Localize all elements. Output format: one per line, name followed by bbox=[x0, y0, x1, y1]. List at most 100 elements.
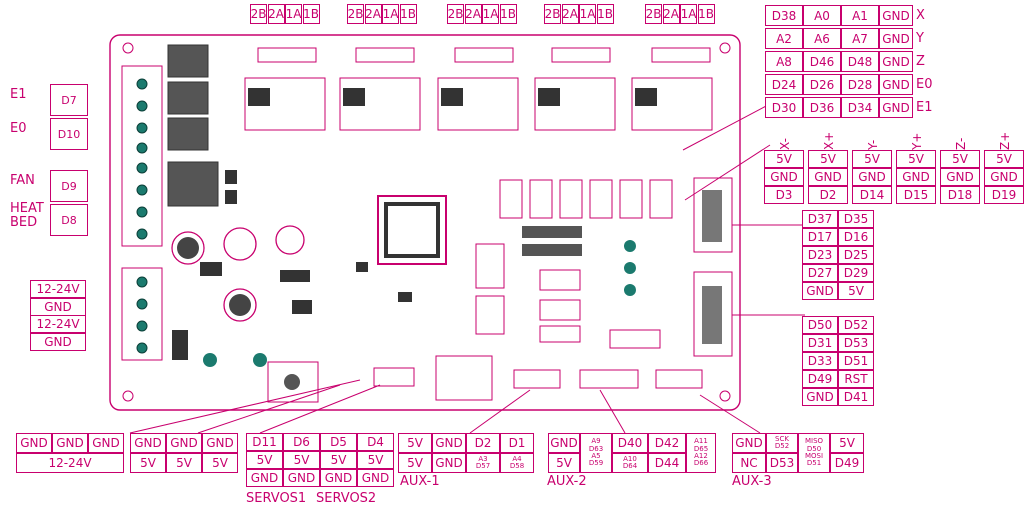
aux2-pin-cell: D44 bbox=[648, 453, 686, 473]
exp1-pin-cell: D25 bbox=[838, 246, 874, 264]
mosfet-label: HEAT BED bbox=[10, 201, 44, 230]
stepper-header-pin: 2B bbox=[645, 4, 662, 24]
power-output-gnd: GND bbox=[88, 433, 124, 453]
exp2-pin-cell: D49 bbox=[802, 370, 838, 388]
mosfet-label: FAN bbox=[10, 173, 35, 188]
power-input-cell: 12-24V bbox=[30, 280, 86, 298]
stepper-header-pin: 2B bbox=[544, 4, 561, 24]
servo-pin-cell: GND bbox=[246, 469, 283, 487]
stepper-header-pin: 1A bbox=[579, 4, 596, 24]
stepper-pin-cell: D24 bbox=[765, 74, 803, 95]
endstop-pin-cell: 5V bbox=[808, 150, 848, 168]
endstop-pin-cell: 5V bbox=[940, 150, 980, 168]
endstop-label: Z+ bbox=[998, 131, 1012, 150]
stepper-header-pin: 1A bbox=[285, 4, 302, 24]
endstop-pin-cell: GND bbox=[940, 168, 980, 186]
aux3-pin-cell: MISO D50 MOSI D51 bbox=[798, 433, 830, 473]
stepper-header-pin: 2A bbox=[364, 4, 382, 24]
endstop-pin-cell: GND bbox=[764, 168, 804, 186]
endstop-pin-cell: GND bbox=[896, 168, 936, 186]
mosfet-pin-cell: D7 bbox=[50, 84, 88, 116]
stepper-header-pin: 2B bbox=[250, 4, 267, 24]
axis-label: E0 bbox=[916, 77, 933, 92]
aux1-pin-cell: GND bbox=[432, 453, 466, 473]
exp2-pin-cell: D31 bbox=[802, 334, 838, 352]
endstop-pin-cell: 5V bbox=[984, 150, 1024, 168]
endstop-pin-cell: D15 bbox=[896, 186, 936, 204]
servo-pin-cell: 5V bbox=[246, 451, 283, 469]
servo-power-5v: 5V bbox=[130, 453, 166, 473]
aux2-pin-cell: D42 bbox=[648, 433, 686, 453]
aux1-pin-cell: 5V bbox=[398, 453, 432, 473]
power-output-voltage: 12-24V bbox=[16, 453, 124, 473]
servo-pin-cell: D5 bbox=[320, 433, 357, 451]
stepper-header-pin: 1B bbox=[697, 4, 715, 24]
stepper-pin-cell: D36 bbox=[803, 97, 841, 118]
stepper-pin-cell: GND bbox=[879, 28, 913, 49]
aux3-pin-cell: GND bbox=[732, 433, 766, 453]
mosfet-label: E0 bbox=[10, 121, 27, 136]
servo-power-gnd: GND bbox=[202, 433, 238, 453]
exp1-pin-cell: D27 bbox=[802, 264, 838, 282]
endstop-pin-cell: 5V bbox=[896, 150, 936, 168]
stepper-pin-cell: D34 bbox=[841, 97, 879, 118]
servo-power-gnd: GND bbox=[130, 433, 166, 453]
stepper-pin-cell: A6 bbox=[803, 28, 841, 49]
stepper-pin-cell: D28 bbox=[841, 74, 879, 95]
servo-pin-cell: GND bbox=[357, 469, 394, 487]
stepper-pin-cell: GND bbox=[879, 5, 913, 26]
aux3-pin-cell: NC bbox=[732, 453, 766, 473]
aux3-pin-cell: D53 bbox=[766, 453, 798, 473]
stepper-pin-cell: GND bbox=[879, 51, 913, 72]
power-output-gnd: GND bbox=[16, 433, 52, 453]
stepper-header-pin: 1A bbox=[482, 4, 499, 24]
aux2-pin-cell: A11 D65 A12 D66 bbox=[686, 433, 716, 473]
mosfet-pin-cell: D10 bbox=[50, 118, 88, 150]
stepper-header-pin: 2A bbox=[662, 4, 680, 24]
stepper-header-pin: 2B bbox=[347, 4, 364, 24]
exp1-pin-cell: D17 bbox=[802, 228, 838, 246]
mosfet-pin-cell: D8 bbox=[50, 204, 88, 236]
endstop-pin-cell: D19 bbox=[984, 186, 1024, 204]
exp1-pin-cell: D37 bbox=[802, 210, 838, 228]
stepper-header-pin: 2A bbox=[267, 4, 285, 24]
stepper-header-pin: 2A bbox=[561, 4, 579, 24]
stepper-header-pin: 1A bbox=[382, 4, 399, 24]
aux2-label: AUX-2 bbox=[547, 474, 587, 489]
aux3-pin-cell: 5V bbox=[830, 433, 864, 453]
stepper-header-pin: 2B bbox=[447, 4, 464, 24]
stepper-pin-cell: D48 bbox=[841, 51, 879, 72]
aux3-label: AUX-3 bbox=[732, 474, 772, 489]
exp2-pin-cell: D51 bbox=[838, 352, 874, 370]
servo-pin-cell: D4 bbox=[357, 433, 394, 451]
stepper-pin-cell: GND bbox=[879, 74, 913, 95]
endstop-pin-cell: 5V bbox=[852, 150, 892, 168]
mosfet-pin-cell: D9 bbox=[50, 170, 88, 202]
stepper-pin-cell: A0 bbox=[803, 5, 841, 26]
exp2-pin-cell: D33 bbox=[802, 352, 838, 370]
servos2-label: SERVOS2 bbox=[316, 491, 377, 506]
stepper-pin-cell: GND bbox=[879, 97, 913, 118]
stepper-header-pin: 1B bbox=[596, 4, 614, 24]
power-input-cell: GND bbox=[30, 332, 86, 351]
endstop-pin-cell: D18 bbox=[940, 186, 980, 204]
aux1-pin-cell: GND bbox=[432, 433, 466, 453]
exp2-pin-cell: D53 bbox=[838, 334, 874, 352]
endstop-pin-cell: GND bbox=[984, 168, 1024, 186]
exp1-pin-cell: D16 bbox=[838, 228, 874, 246]
exp1-pin-cell: D29 bbox=[838, 264, 874, 282]
servo-power-5v: 5V bbox=[202, 453, 238, 473]
exp2-pin-cell: RST bbox=[838, 370, 874, 388]
exp1-pin-cell: GND bbox=[802, 282, 838, 300]
exp1-pin-cell: 5V bbox=[838, 282, 874, 300]
exp2-pin-cell: D52 bbox=[838, 316, 874, 334]
axis-label: X bbox=[916, 8, 925, 23]
aux1-label: AUX-1 bbox=[400, 474, 440, 489]
power-input-cell: 12-24V bbox=[30, 315, 86, 333]
exp2-pin-cell: D41 bbox=[838, 388, 874, 406]
stepper-header-pin: 1A bbox=[680, 4, 697, 24]
endstop-label: X- bbox=[778, 138, 792, 150]
endstop-pin-cell: 5V bbox=[764, 150, 804, 168]
